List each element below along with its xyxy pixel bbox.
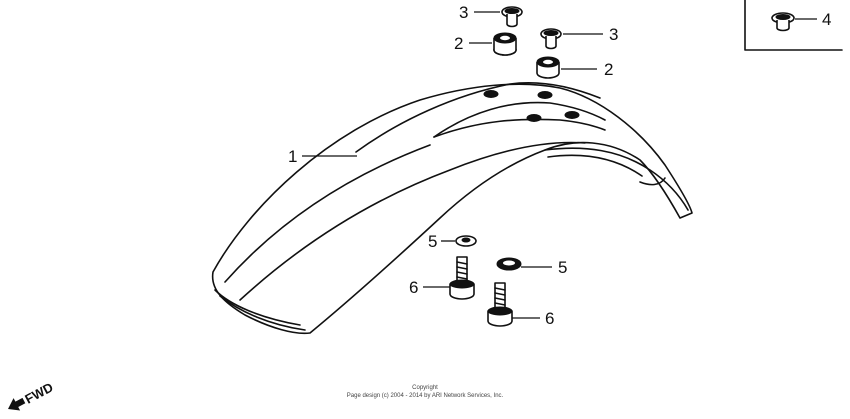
washer-right[interactable] bbox=[496, 257, 522, 271]
callout-2-right: 2 bbox=[604, 60, 613, 79]
copyright-line-2: Page design (c) 2004 - 2014 by ARI Netwo… bbox=[347, 393, 504, 399]
rubber-mount-left[interactable] bbox=[493, 32, 517, 56]
rubber-mount-right[interactable] bbox=[536, 56, 560, 79]
callout-5-left: 5 bbox=[428, 232, 437, 251]
inset-box bbox=[744, 0, 843, 51]
inset-part-collar[interactable] bbox=[771, 12, 795, 32]
callout-5-right: 5 bbox=[558, 258, 567, 277]
callout-1-fender: 1 bbox=[288, 147, 297, 166]
callout-6-left: 6 bbox=[409, 278, 418, 297]
fwd-indicator: FWD bbox=[8, 380, 56, 411]
callout-3-right: 3 bbox=[609, 25, 618, 44]
callout-2-left: 2 bbox=[454, 34, 463, 53]
collar-left[interactable] bbox=[501, 6, 523, 28]
fwd-label: FWD bbox=[22, 380, 55, 407]
bolt-left[interactable] bbox=[449, 256, 475, 300]
bolt-right[interactable] bbox=[487, 282, 513, 327]
front-fender[interactable] bbox=[211, 81, 693, 335]
collar-right[interactable] bbox=[540, 28, 562, 50]
callout-6-right: 6 bbox=[545, 309, 554, 328]
fwd-arrow-icon bbox=[8, 397, 26, 411]
callout-3-left: 3 bbox=[459, 3, 468, 22]
washer-left[interactable] bbox=[455, 235, 477, 247]
callout-4: 4 bbox=[822, 10, 831, 29]
copyright-line-1: Copyright bbox=[412, 385, 438, 391]
